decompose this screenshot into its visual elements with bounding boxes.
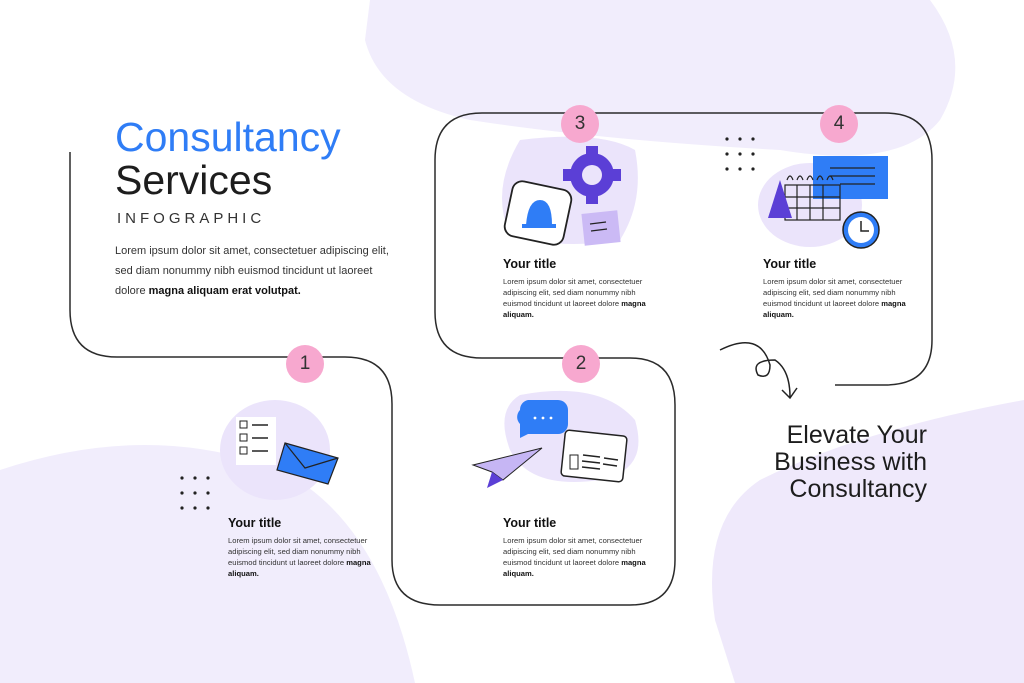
step-body: Lorem ipsum dolor sit amet, consectetuer… [503, 536, 646, 578]
curly-arrow-icon [719, 342, 798, 400]
step-body: Lorem ipsum dolor sit amet, consectetuer… [503, 277, 646, 319]
gear-bell-icon [503, 146, 621, 246]
title-line-1: Consultancy [115, 114, 341, 160]
step-card-4: Your title Lorem ipsum dolor sit amet, c… [763, 257, 913, 320]
step-number-1: 1 [286, 345, 324, 383]
call-to-action-text: Elevate Your Business with Consultancy [774, 421, 927, 503]
step-title: Your title [228, 516, 282, 530]
step-title: Your title [503, 257, 557, 271]
title-line-2: Services [115, 157, 273, 203]
paper-plane-chat-icon [471, 400, 628, 488]
step-number-4: 4 [820, 105, 858, 143]
flow-path-line [69, 112, 933, 606]
step-title: Your title [763, 257, 817, 271]
step-body: Lorem ipsum dolor sit amet, consectetuer… [763, 277, 906, 319]
step-number-3: 3 [561, 105, 599, 143]
step-body: Lorem ipsum dolor sit amet, consectetuer… [228, 536, 371, 578]
checklist-envelope-icon [236, 417, 339, 485]
step-card-3: Your title Lorem ipsum dolor sit amet, c… [503, 257, 653, 320]
intro-text: Lorem ipsum dolor sit amet, consectetuer… [115, 245, 389, 297]
dot-grid-right [725, 137, 755, 171]
step-number-2: 2 [562, 345, 600, 383]
step-title: Your title [503, 516, 557, 530]
dot-grid-left [180, 476, 210, 510]
calendar-clock-icon [768, 156, 888, 249]
step-card-2: Your title Lorem ipsum dolor sit amet, c… [503, 516, 653, 579]
step-card-1: Your title Lorem ipsum dolor sit amet, c… [228, 516, 378, 579]
subtitle: INFOGRAPHIC [117, 210, 266, 227]
